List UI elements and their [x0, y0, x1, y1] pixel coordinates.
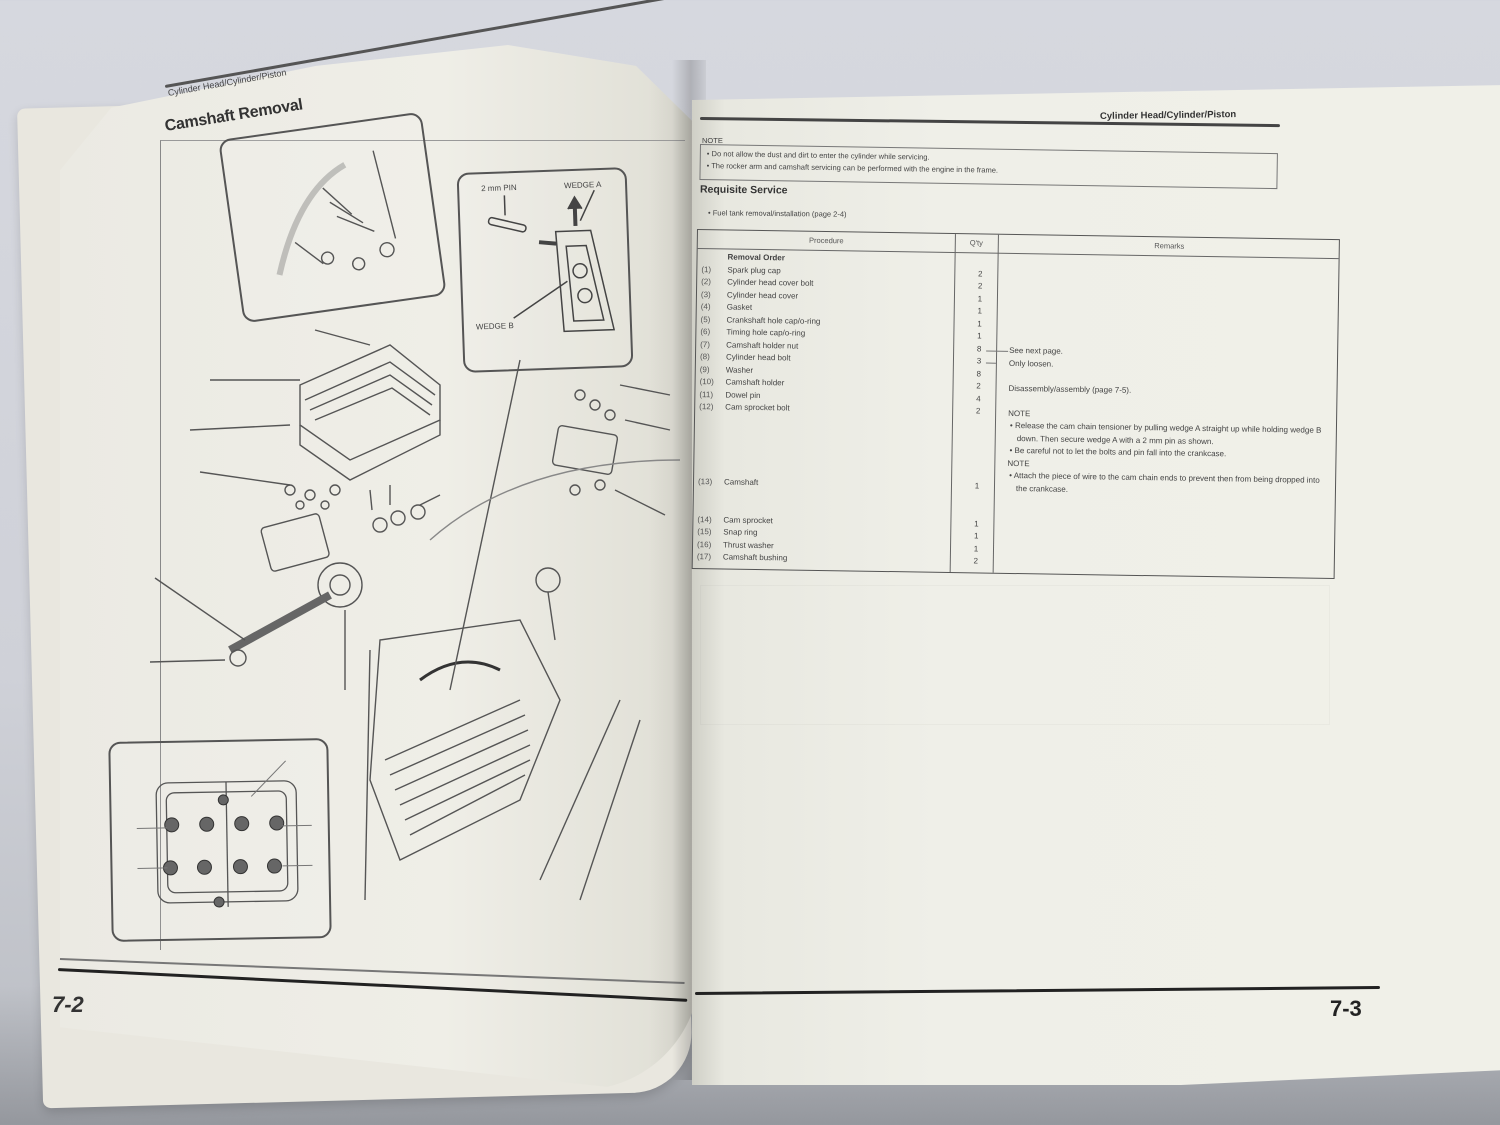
row-name: Spark plug cap	[727, 264, 781, 275]
remark-note-item: Attach the piece of wire to the cam chai…	[1007, 470, 1327, 500]
row-name: Washer	[725, 364, 754, 375]
row-name: Cylinder head bolt	[725, 352, 791, 363]
row-number: (13)	[697, 477, 713, 487]
qty-cell: 1	[977, 306, 983, 316]
rocker-detail-inset	[218, 111, 447, 324]
row-number: (8)	[699, 352, 710, 362]
qty-cell: 1	[977, 318, 982, 328]
row-number: (9)	[699, 364, 710, 374]
requisite-service-item: Fuel tank removal/installation (page 2-4…	[708, 208, 847, 218]
row-number: (3)	[700, 289, 711, 299]
illustration-frame	[160, 140, 685, 950]
qty-cell: 2	[973, 556, 979, 566]
row-name: Camshaft holder	[725, 377, 785, 388]
row-number: (15)	[697, 527, 712, 537]
row-name: Thrust washer	[722, 539, 774, 550]
row-number: (6)	[700, 327, 711, 337]
left-page	[60, 45, 700, 1090]
qty-cell: 8	[976, 343, 982, 353]
qty-cell: 1	[977, 293, 983, 303]
row-name: Camshaft bushing	[722, 552, 788, 563]
row-name: Snap ring	[723, 527, 758, 537]
wedge-drawing	[487, 189, 616, 333]
header-procedure: Procedure	[808, 235, 844, 246]
row-name: Gasket	[726, 302, 753, 312]
right-running-head: Cylinder Head/Cylinder/Piston	[1099, 109, 1237, 122]
qty-cell: 2	[978, 268, 983, 278]
row-number: (2)	[701, 277, 712, 287]
qty-cell: 1	[977, 331, 982, 341]
note-label: NOTE	[702, 136, 723, 145]
wedge-detail-inset: 2 mm PIN WEDGE A WEDGE B	[456, 167, 634, 373]
bolt-pattern-drawing	[136, 760, 313, 908]
header-remarks: Remarks	[1154, 241, 1185, 251]
row-number: (10)	[699, 377, 714, 387]
show-through-ghost-table	[700, 585, 1330, 725]
row-number: (12)	[699, 402, 714, 412]
rocker-detail-drawing	[276, 150, 397, 276]
left-page-number: 7-2	[52, 992, 84, 1017]
row-name: Cylinder head cover	[726, 289, 799, 301]
right-page	[692, 85, 1500, 1085]
qty-cell: 1	[974, 518, 979, 528]
row-number: (11)	[699, 389, 714, 399]
qty-column: 2 2 1 1 1 1 8 3 8 2 4 2 1 1 1 1 2	[961, 255, 996, 568]
qty-cell: 8	[976, 368, 982, 378]
procedure-table: Procedure Q'ty Remarks Removal Order (1)…	[691, 229, 1340, 580]
row-number: (16)	[696, 539, 712, 549]
qty-cell: 1	[973, 531, 979, 541]
removal-order-label: Removal Order	[727, 252, 785, 263]
remarks-column: See next page. Only loosen. Disassembly/…	[1007, 345, 1329, 500]
procedure-list: Removal Order (1) Spark plug cap (2) Cylin…	[697, 251, 1002, 568]
header-qty: Q'ty	[969, 238, 983, 248]
qty-cell: 1	[973, 543, 979, 553]
requisite-service-title: Requisite Service	[699, 183, 788, 197]
exploded-view-drawing	[149, 329, 681, 901]
qty-cell: 2	[977, 281, 983, 291]
row-name: Cam sprocket	[723, 514, 773, 525]
row-name: Timing hole cap/o-ring	[726, 327, 806, 338]
row-number: (14)	[697, 514, 712, 524]
qty-cell: 1	[974, 481, 980, 491]
row-name: Camshaft holder nut	[726, 339, 799, 351]
right-page-number: 7-3	[1330, 996, 1362, 1021]
row-number: (7)	[700, 339, 711, 349]
row-name: Dowel pin	[725, 389, 761, 400]
row-number: (17)	[696, 552, 712, 562]
qty-cell: 4	[976, 393, 981, 403]
bolt-pattern-inset	[108, 738, 332, 942]
row-name: Cam sprocket bolt	[725, 402, 790, 413]
row-number: (4)	[700, 302, 711, 312]
row-name: Camshaft	[723, 477, 759, 487]
row-number: (5)	[700, 314, 711, 324]
row-number: (1)	[701, 264, 712, 274]
qty-cell: 2	[976, 381, 981, 391]
qty-cell: 2	[975, 406, 981, 416]
remark-bracket	[985, 362, 996, 364]
